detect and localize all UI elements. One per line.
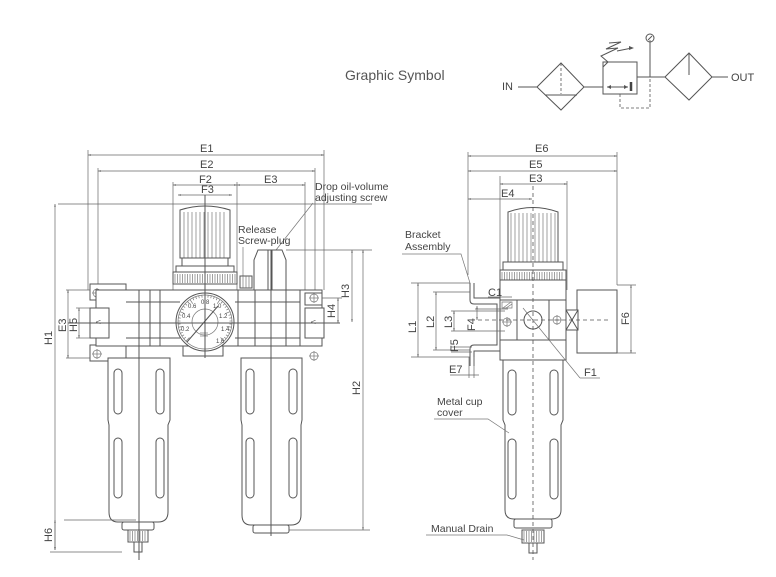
gauge-tick-mark [213, 296, 215, 300]
gauge-tick-mark [179, 311, 185, 314]
gauge-tick-mark [215, 297, 218, 301]
dim-L3: L3 [443, 316, 455, 328]
gauge-tick-mark [224, 305, 228, 308]
callout-bracket-1: Bracket [405, 229, 441, 241]
gauge-tick-0.6: 0.6 [188, 304, 197, 310]
gauge-tick-mark [182, 305, 186, 308]
gauge-symbol [645, 33, 655, 77]
gauge-tick-mark [220, 337, 225, 342]
side-view: E6 E5 E3 E4 Bracket Assembly [402, 143, 636, 560]
dim-E7: E7 [449, 364, 462, 376]
gauge-tick-mark [178, 314, 182, 316]
gauge-tick-mark [224, 336, 227, 339]
callout-drop-oil-1: Drop oil-volume [315, 181, 389, 193]
gauge-tick-mark [216, 299, 221, 304]
gauge-tick-mark [225, 311, 231, 314]
oil-volume-screw [253, 249, 287, 291]
dim-H4: H4 [326, 304, 338, 318]
gauge-tick-mark [183, 336, 186, 339]
gauge-tick-mark [181, 334, 185, 337]
dim-C1: C1 [488, 287, 502, 299]
front-view: E1 E2 F2 F3 E3 Drop oil-volume adjusting… [43, 143, 389, 560]
dim-F2: F2 [199, 174, 212, 186]
gauge-tick-mark [210, 295, 212, 299]
gauge-tick-mark [227, 331, 230, 334]
dim-E3-top: E3 [264, 174, 277, 186]
dim-F4: F4 [466, 318, 478, 331]
gauge-tick-1.4: 1.4 [221, 327, 230, 333]
gauge-tick-mark [228, 314, 232, 316]
dim-H2: H2 [351, 381, 363, 395]
gauge-tick-mark [179, 329, 182, 331]
callout-manual-drain: Manual Drain [431, 523, 494, 535]
in-label: IN [502, 81, 513, 93]
gauge-tick-mark [226, 308, 229, 311]
dim-E4: E4 [501, 188, 514, 200]
dim-H3: H3 [340, 284, 352, 298]
gauge-tick-mark [192, 297, 195, 301]
callout-metal-cup-1: Metal cup [437, 396, 483, 408]
gauge-tick-0.4: 0.4 [182, 314, 191, 320]
gauge-tick-mark [180, 331, 183, 334]
callout-release-1: Release [238, 224, 277, 236]
dim-F3: F3 [201, 184, 214, 196]
side-port [565, 289, 618, 354]
gauge-tick-mark [220, 301, 223, 304]
gauge-tick-mark [195, 296, 197, 300]
callout-drop-oil-2: adjusting screw [315, 192, 388, 204]
graphic-symbol: Graphic Symbol IN [345, 33, 755, 111]
graphic-symbol-title: Graphic Symbol [345, 67, 445, 83]
callout-bracket-2: Assembly [405, 241, 451, 253]
dim-F1: F1 [584, 367, 597, 379]
svg-text:V: V [94, 320, 100, 324]
gauge-tick-mark [181, 308, 184, 311]
dim-H1: H1 [43, 331, 55, 345]
gauge-tick-mark [225, 334, 229, 337]
gauge-tick-0.8: 0.8 [201, 300, 210, 306]
lubricator-symbol [664, 52, 713, 101]
gauge-tick-mark [185, 337, 190, 342]
gauge-tick-mark [228, 329, 231, 331]
dim-F5: F5 [449, 339, 461, 352]
dim-E3: E3 [529, 173, 542, 185]
gauge-tick-1.0: 1.0 [213, 304, 222, 310]
gauge-tick-mark [222, 303, 226, 306]
gauge-tick-mark [198, 295, 200, 299]
callout-release-2: Screw-plug [238, 235, 291, 247]
dim-E1: E1 [200, 143, 213, 155]
gauge-tick-mark [226, 325, 232, 328]
gauge-tick-0.2: 0.2 [181, 327, 190, 333]
side-knob [499, 207, 567, 281]
dim-E3-side: E3 [57, 319, 69, 332]
dim-L1: L1 [407, 321, 419, 333]
gauge-tick-mark [184, 303, 188, 306]
gauge-tick-mark [187, 301, 190, 304]
regulator-symbol [600, 40, 665, 109]
svg-text:V: V [309, 320, 315, 324]
dim-F6: F6 [620, 312, 632, 325]
dim-L2: L2 [425, 316, 437, 328]
dim-H6: H6 [43, 528, 55, 542]
filter-symbol [536, 62, 585, 111]
dim-H5: H5 [68, 318, 80, 332]
dim-E6: E6 [535, 143, 548, 155]
callout-metal-cup-2: cover [437, 407, 463, 419]
gauge-tick-1.2: 1.2 [219, 314, 228, 320]
dim-E2: E2 [200, 159, 213, 171]
out-label: OUT [731, 72, 755, 84]
dim-E5: E5 [529, 159, 542, 171]
gauge-tick-mark [189, 299, 194, 304]
gauge-tick-1.6: 1.6 [216, 339, 225, 345]
gauge-tick-mark [178, 325, 184, 328]
